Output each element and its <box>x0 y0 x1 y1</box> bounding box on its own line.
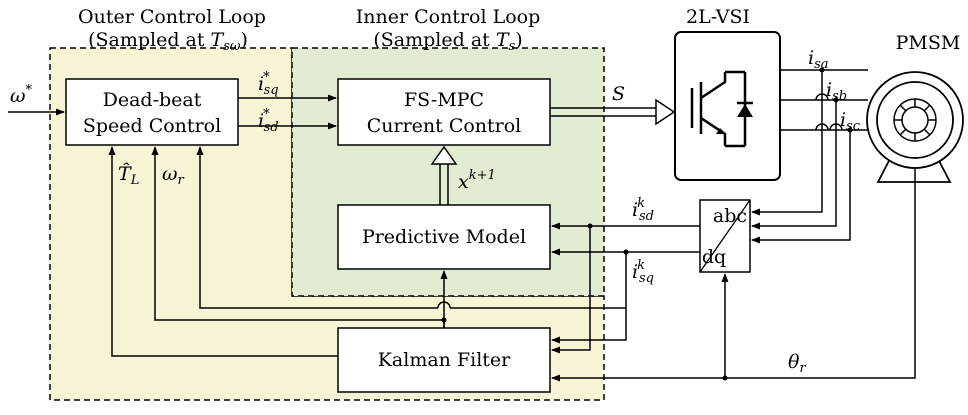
isq-ref-label: i*sq <box>258 70 279 98</box>
crossing-hop-3 <box>829 123 843 131</box>
isd-ref-label: i*sd <box>258 107 279 135</box>
isq-to-speed-line-2 <box>196 146 438 309</box>
igbt-diode-icon <box>737 104 753 117</box>
junction-dot-4 <box>623 249 629 255</box>
inverter-block <box>674 31 781 181</box>
isb-label: isb <box>826 79 847 104</box>
mpc-block <box>337 78 551 146</box>
kalman-filter-block <box>337 327 551 393</box>
omega-ref-label: ω* <box>10 83 33 107</box>
inner-loop-title: Inner Control Loop <box>356 6 541 28</box>
predictive-model-label: Predictive Model <box>362 226 526 248</box>
tl-hat-label: T̂L <box>118 163 139 188</box>
outer-loop-sampling: (Sampled at Tsω) <box>88 29 248 54</box>
omega-r-label: ωr <box>162 163 185 188</box>
speed-control-label-1: Dead-beat <box>103 89 202 111</box>
junction-dot-2 <box>833 97 839 103</box>
speed-control-label-2: Speed Control <box>83 115 221 137</box>
outer-loop-title: Outer Control Loop <box>78 6 266 28</box>
switch-state-label: S <box>612 83 625 105</box>
junction-dot-7 <box>441 317 447 323</box>
transform-diagonal <box>699 199 751 273</box>
isq-k-to-kalman-line <box>551 308 627 344</box>
theta-r-line <box>551 168 916 382</box>
igbt-emitter-arrow-icon <box>716 128 726 134</box>
inverter-title: 2L-VSI <box>686 6 750 28</box>
junction-dot-6 <box>722 375 728 381</box>
state-vector-arrow <box>430 145 458 205</box>
kalman-filter-label: Kalman Filter <box>378 349 511 371</box>
speed-control-block <box>65 78 239 146</box>
tl-hat-feedback-line <box>108 146 338 357</box>
crossing-hop-1 <box>815 93 829 101</box>
phase-a-tap-line <box>751 70 823 216</box>
theta-r-label: θr <box>788 351 806 376</box>
predictive-model-block <box>337 204 551 270</box>
mpc-label-1: FS-MPC <box>404 89 484 111</box>
mpc-label-2: Current Control <box>367 115 522 137</box>
junction-dot-1 <box>819 67 825 73</box>
inner-loop-sampling: (Sampled at Ts) <box>373 29 522 54</box>
transform-dq-label: dq <box>702 246 726 268</box>
phase-c-tap-line <box>751 130 851 244</box>
junction-dot-5 <box>587 223 593 229</box>
phase-b-tap-line <box>751 100 837 230</box>
isd-k-to-kalman-line <box>551 226 591 354</box>
switch-state-vector-arrow <box>550 98 676 126</box>
isc-label: isc <box>840 109 861 134</box>
crossing-hop-2 <box>815 123 829 131</box>
motor-title: PMSM <box>896 32 961 54</box>
x-pred-label: xk+1 <box>458 168 496 193</box>
motor-icon <box>866 71 964 183</box>
transform-abc-label: abc <box>713 205 747 227</box>
junction-dot-3 <box>847 127 853 133</box>
isa-label: isa <box>808 47 829 72</box>
